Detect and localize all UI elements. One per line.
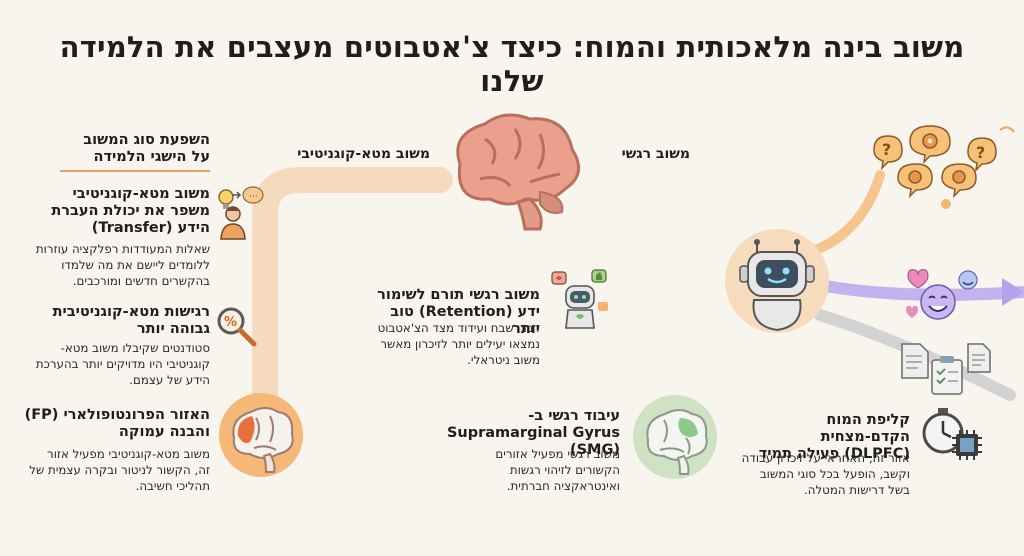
- heart-icon: [906, 305, 918, 318]
- left-heading: השפעת סוג המשוב על הישגי הלמידה: [83, 132, 210, 165]
- person-icon: [220, 206, 246, 240]
- dlpfc-body: אזור זה, האחראי על זיכרון עבודה וקשב, הו…: [741, 451, 910, 497]
- left-heading-divider: [60, 170, 210, 172]
- checklist-icon: [931, 356, 963, 395]
- brain-icon: [456, 113, 581, 231]
- chip-icon: [952, 430, 982, 460]
- retention-title: משוב רגשי תורם לשימור ידע (Retention) טו…: [377, 287, 540, 337]
- gear-icon: [897, 163, 933, 199]
- purple-path: [814, 279, 1024, 301]
- smg-body: משוב רגשי מפעיל אזורים הקשורים לזיהוי רג…: [495, 447, 620, 493]
- small-robot-icon: [551, 269, 608, 329]
- brain-smg-icon: [633, 395, 717, 479]
- smiley-icon: [958, 270, 978, 290]
- block3-title: האזור הפרונטופולארי (FP) והבנה עמוקה: [24, 407, 210, 440]
- block1-body: שאלות המעודדות רפלקציה עוזרות ללומדים לי…: [35, 242, 210, 288]
- svg-text:?: ?: [882, 140, 891, 159]
- gear-icon: [941, 163, 977, 199]
- lightbulb-icon: [218, 189, 242, 209]
- heart-icon: [907, 269, 929, 289]
- emotion-cluster: [906, 269, 978, 320]
- block2-title: רגישות מטא-קוגניטיבית גבוהה יותר: [52, 304, 210, 337]
- purple-arrow-head: [1002, 278, 1024, 306]
- document-icon: [901, 343, 929, 379]
- block3-body: משוב מטא-קוגניטיבי מפעיל אזור זה, הקשור …: [29, 447, 210, 493]
- page-title: משוב בינה מלאכותית והמוח: כיצד צ'אטבוטים…: [59, 30, 965, 98]
- block1-title: משוב מטא-קוגניטיבי משפר את יכולת העברת ה…: [51, 186, 210, 236]
- question-bubble-icon: ?: [967, 137, 997, 173]
- smiley-icon: [920, 284, 956, 320]
- question-gear-cluster: ? ?: [873, 125, 1015, 209]
- question-bubble-icon: ?: [873, 135, 903, 171]
- brain-fp-icon: [219, 393, 303, 477]
- robot-icon: [725, 229, 829, 333]
- question-bubble-icon: ···: [242, 186, 264, 204]
- metacognitive-path: [252, 167, 453, 413]
- magnifier-percent-icon: %: [217, 307, 257, 347]
- label-metacognitive-feedback: משוב מטא-קוגניטיבי: [297, 146, 430, 162]
- dlpfc-title: קליפת המוח הקדם-מצחית (DLPFC) פעילה תמיד: [758, 412, 910, 462]
- svg-text:···: ···: [249, 192, 258, 202]
- stopwatch-icon: [922, 408, 964, 454]
- smg-title: עיבוד רגשי ב- Supramarginal Gyrus (SMG): [446, 408, 620, 458]
- svg-text:?: ?: [976, 143, 985, 162]
- document-icon: [967, 343, 991, 373]
- gear-icon: [909, 125, 951, 165]
- block2-body: סטודנטים שקיבלו משוב מטא- קוגניטיבי היו …: [35, 341, 210, 387]
- retention-body: דברי שבח ועידוד מצד הצ'אטבוט נמצאו יעילי…: [377, 321, 540, 367]
- label-emotional-feedback: משוב רגשי: [621, 146, 690, 162]
- svg-text:%: %: [224, 315, 237, 330]
